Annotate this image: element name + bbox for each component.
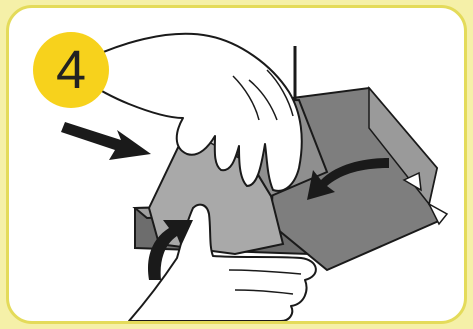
step-badge: 4 (33, 32, 109, 108)
arrow-icon (61, 122, 151, 160)
instruction-frame: 4 (6, 5, 467, 324)
step-number: 4 (56, 43, 86, 97)
